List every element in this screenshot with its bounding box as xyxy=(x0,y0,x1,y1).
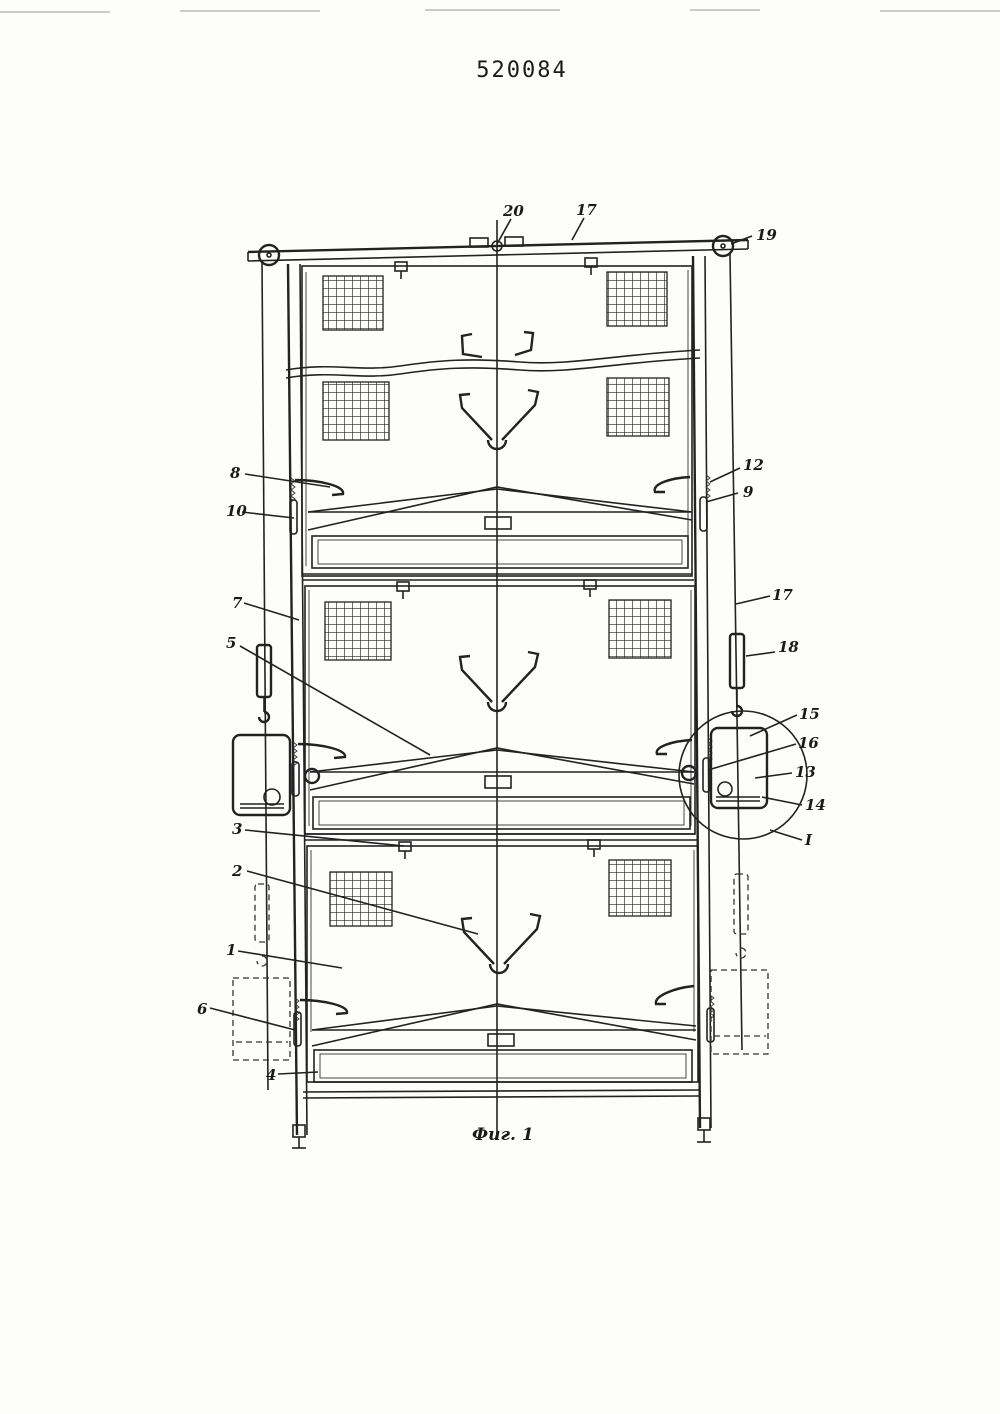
cage-tier-2 xyxy=(291,579,713,841)
label-19: 19 xyxy=(756,226,777,244)
patent-number: 520084 xyxy=(476,58,568,83)
pulley-right-19 xyxy=(711,234,735,258)
label-14: 14 xyxy=(805,796,826,814)
figure-caption: Фиг. 1 xyxy=(472,1125,534,1145)
cord-right-17 xyxy=(729,253,743,1051)
label-13: 13 xyxy=(795,763,816,781)
label-4: 4 xyxy=(266,1066,276,1084)
cage-tier-3 xyxy=(293,839,715,1099)
label-12: 12 xyxy=(743,456,764,474)
label-15: 15 xyxy=(799,705,820,723)
frame-post-right xyxy=(691,255,712,1143)
dynamometer-right-lowered xyxy=(733,873,749,959)
detail-circle-I xyxy=(678,710,808,840)
top-beam xyxy=(247,236,749,262)
label-2: 2 xyxy=(231,862,242,880)
scan-artifacts xyxy=(0,9,1000,13)
counterweight-right-13 xyxy=(709,726,769,810)
label-9: 9 xyxy=(743,483,754,501)
counterweight-left-active xyxy=(231,733,292,817)
counterweight-right-lowered xyxy=(710,969,769,1055)
counterweight-left-lowered xyxy=(232,977,291,1061)
label-20: 20 xyxy=(502,202,524,220)
label-5: 5 xyxy=(226,634,236,652)
label-17-top: 17 xyxy=(576,201,597,219)
frame-post-left xyxy=(286,263,308,1149)
cage-tier-1 xyxy=(285,257,711,581)
pulley-left xyxy=(257,243,281,267)
label-8: 8 xyxy=(230,464,241,482)
cord-left xyxy=(261,261,269,1091)
label-10: 10 xyxy=(226,502,247,520)
dynamometer-left-active xyxy=(255,643,273,724)
label-7: 7 xyxy=(232,594,243,612)
dynamometer-right-18 xyxy=(728,632,746,718)
label-I: I xyxy=(804,831,813,849)
label-6: 6 xyxy=(197,1000,208,1018)
label-16: 16 xyxy=(798,734,819,752)
leader-lines xyxy=(209,217,803,1075)
label-3: 3 xyxy=(232,820,242,838)
dynamometer-left-lowered xyxy=(254,883,270,967)
label-18: 18 xyxy=(778,638,799,656)
label-17-right: 17 xyxy=(772,586,793,604)
label-1: 1 xyxy=(226,941,236,959)
